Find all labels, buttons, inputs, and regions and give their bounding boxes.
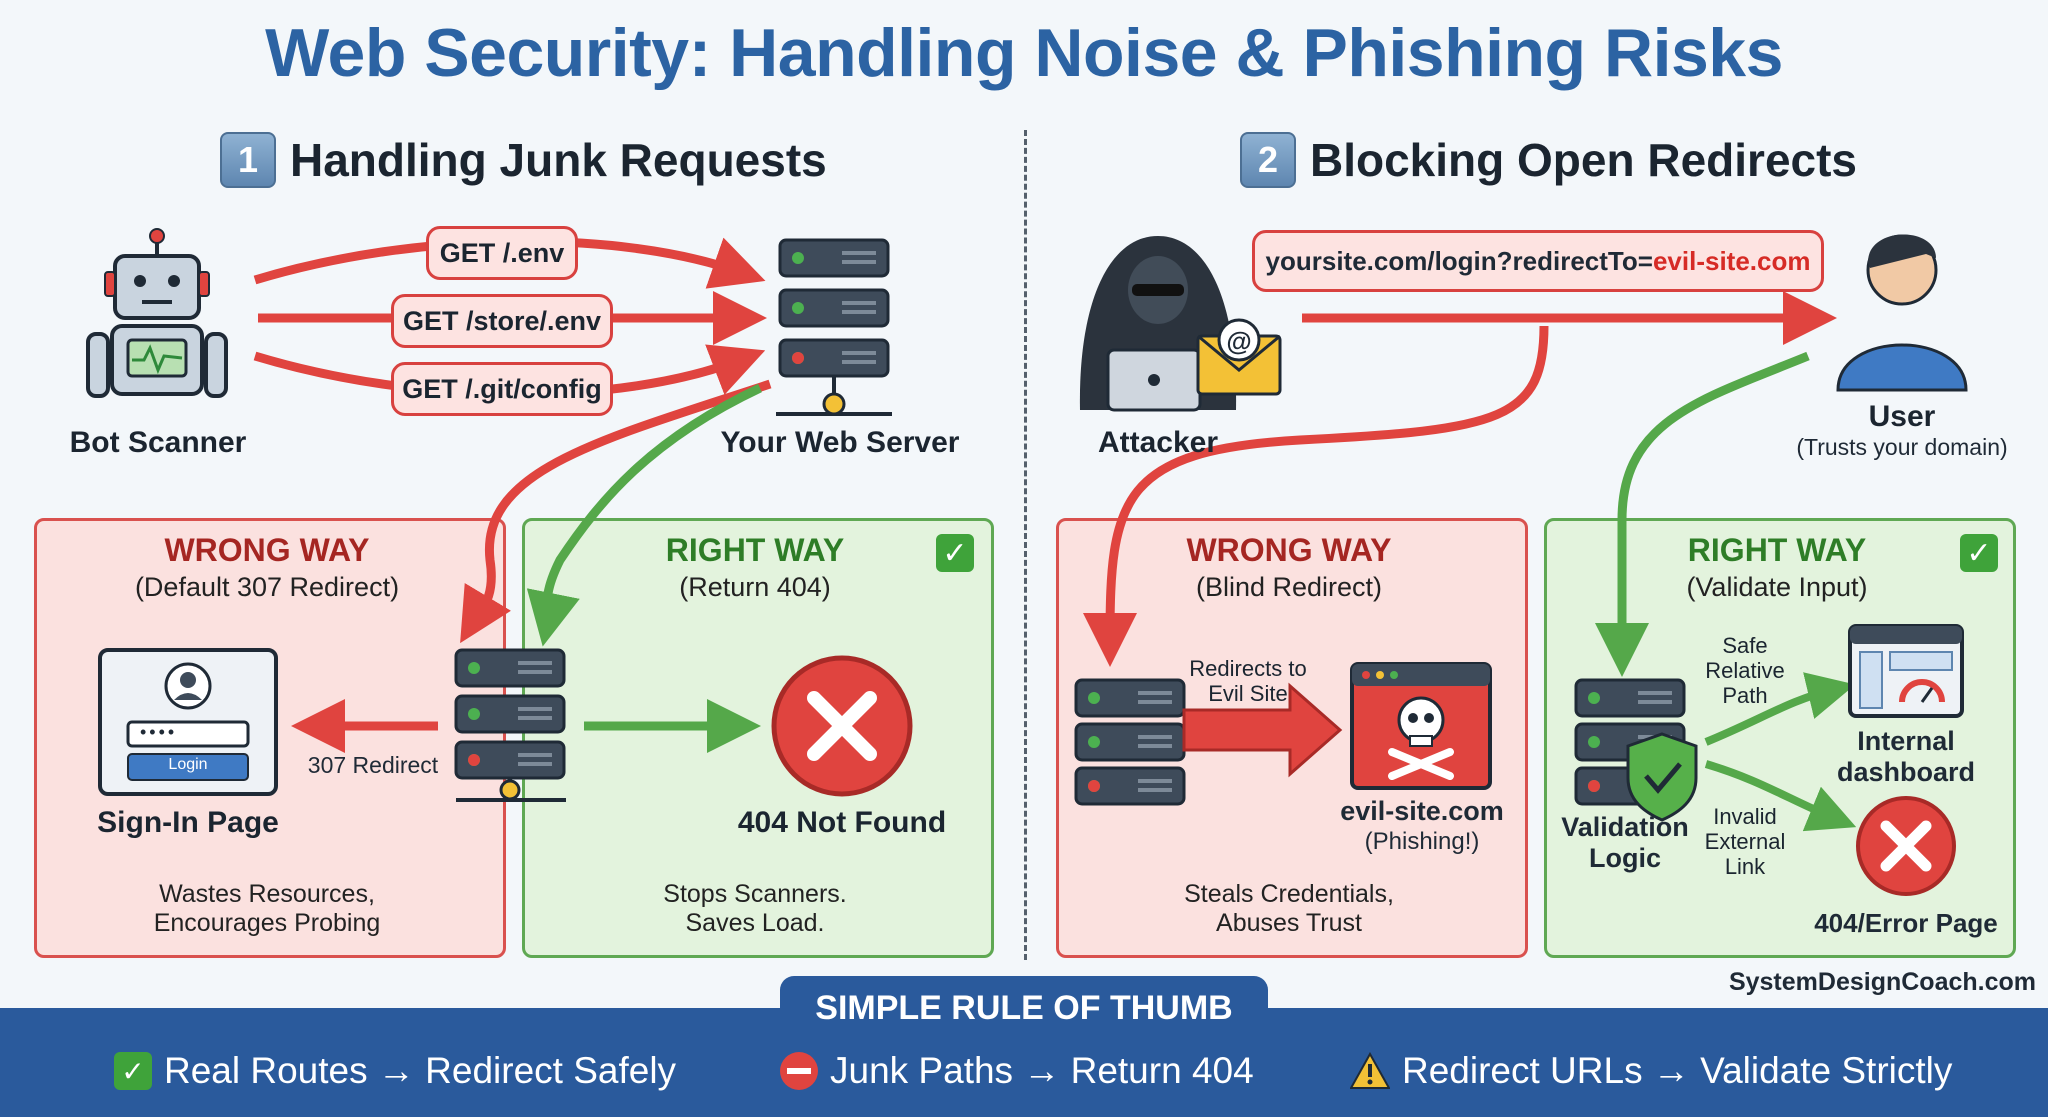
bot-scanner-icon bbox=[86, 228, 228, 398]
malicious-url-bubble: yoursite.com/login?redirectTo=evil-site.… bbox=[1252, 230, 1824, 292]
footer-heading: SIMPLE RULE OF THUMB bbox=[780, 976, 1268, 1040]
middle-server-icon bbox=[454, 648, 566, 802]
not-found-label: 404 Not Found bbox=[737, 806, 947, 839]
rule-redirect-urls: Redirect URLs → Validate Strictly bbox=[1350, 1046, 1952, 1096]
sign-in-label: Sign-In Page bbox=[97, 806, 279, 839]
dashboard-icon bbox=[1848, 624, 1964, 718]
user-sub-label: (Trusts your domain) bbox=[1796, 434, 2008, 460]
phishing-label: (Phishing!) bbox=[1364, 828, 1480, 855]
request-env: GET /.env bbox=[426, 226, 578, 280]
bot-scanner-label: Bot Scanner bbox=[69, 426, 247, 459]
dashboard-label-2: dashboard bbox=[1836, 757, 1976, 787]
left-right-caption-1: Stops Scanners. bbox=[663, 880, 847, 908]
invalid-link-label-1: Invalid bbox=[1713, 804, 1777, 829]
left-wrong-caption-1: Wastes Resources, bbox=[159, 880, 375, 908]
error-page-x-icon bbox=[1856, 796, 1956, 896]
evil-site-icon bbox=[1350, 662, 1492, 790]
redirects-to-label-2: Evil Site bbox=[1208, 681, 1288, 706]
web-server-label: Your Web Server bbox=[720, 426, 960, 459]
not-found-x-icon bbox=[771, 655, 913, 797]
rule-text: Redirect URLs → Validate Strictly bbox=[1402, 1050, 1953, 1091]
section-2-number: 2 bbox=[1240, 132, 1296, 188]
url-prefix: yoursite.com/login?redirectTo= bbox=[1265, 245, 1653, 276]
request-git-config: GET /.git/config bbox=[391, 362, 613, 416]
validation-logic-label-1: Validation bbox=[1561, 812, 1689, 842]
right-wrong-caption-1: Steals Credentials, bbox=[1184, 880, 1394, 908]
error-page-label: 404/Error Page bbox=[1814, 908, 1998, 938]
check-icon: ✓ bbox=[114, 1052, 152, 1090]
left-right-caption-2: Saves Load. bbox=[685, 909, 825, 937]
rule-text: Junk Paths → Return 404 bbox=[830, 1050, 1254, 1091]
section-1-title: Handling Junk Requests bbox=[290, 134, 827, 186]
left-check-icon: ✓ bbox=[936, 534, 974, 572]
svg-text:@: @ bbox=[1226, 326, 1251, 356]
section-2-title: Blocking Open Redirects bbox=[1310, 134, 1858, 186]
right-right-heading: RIGHT WAY bbox=[1687, 532, 1867, 568]
login-button[interactable]: Login bbox=[168, 756, 208, 773]
section-1-number: 1 bbox=[220, 132, 276, 188]
right-wrong-heading: WRONG WAY bbox=[1186, 532, 1392, 568]
rule-text: Real Routes → Redirect Safely bbox=[164, 1050, 677, 1091]
invalid-link-label-2: External bbox=[1704, 829, 1786, 854]
safe-path-label-3: Path bbox=[1722, 683, 1768, 708]
brand-label: SystemDesignCoach.com bbox=[1728, 968, 2036, 996]
section-divider bbox=[1024, 130, 1027, 960]
password-dots: •••• bbox=[140, 722, 178, 742]
redirect-307-label: 307 Redirect bbox=[307, 752, 439, 778]
left-wrong-heading: WRONG WAY bbox=[164, 532, 370, 568]
rule-junk-paths: Junk Paths → Return 404 bbox=[780, 1046, 1254, 1096]
warning-icon bbox=[1350, 1052, 1390, 1089]
section-1-header: 1 Handling Junk Requests bbox=[220, 128, 827, 192]
request-store-env: GET /store/.env bbox=[391, 294, 613, 348]
dashboard-label-1: Internal bbox=[1857, 726, 1955, 756]
left-wrong-sub: (Default 307 Redirect) bbox=[134, 572, 400, 602]
right-wrong-sub: (Blind Redirect) bbox=[1195, 572, 1383, 602]
safe-path-label-1: Safe bbox=[1722, 633, 1768, 658]
user-icon bbox=[1836, 234, 1968, 392]
attacker-label: Attacker bbox=[1097, 426, 1219, 459]
left-right-sub: (Return 404) bbox=[679, 572, 831, 602]
right-check-icon: ✓ bbox=[1960, 534, 1998, 572]
web-server-icon bbox=[776, 238, 892, 416]
sign-in-page-icon bbox=[98, 648, 278, 796]
redirect-server-icon bbox=[1074, 678, 1186, 806]
left-wrong-caption-2: Encourages Probing bbox=[153, 909, 381, 937]
no-entry-icon bbox=[780, 1052, 818, 1090]
attacker-icon: @ bbox=[1079, 236, 1282, 412]
invalid-link-label-3: Link bbox=[1724, 854, 1766, 879]
shield-icon bbox=[1626, 732, 1698, 822]
validation-logic-label-2: Logic bbox=[1589, 843, 1661, 873]
section-2-header: 2 Blocking Open Redirects bbox=[1240, 128, 1857, 192]
right-wrong-caption-2: Abuses Trust bbox=[1216, 909, 1362, 937]
evil-site-label: evil-site.com bbox=[1340, 796, 1504, 826]
left-right-heading: RIGHT WAY bbox=[665, 532, 845, 568]
user-label: User bbox=[1868, 400, 1936, 433]
rule-real-routes: ✓ Real Routes → Redirect Safely bbox=[114, 1046, 676, 1096]
safe-path-label-2: Relative bbox=[1705, 658, 1785, 683]
right-right-sub: (Validate Input) bbox=[1686, 572, 1868, 602]
url-evil-domain: evil-site.com bbox=[1652, 245, 1811, 276]
page-title: Web Security: Handling Noise & Phishing … bbox=[265, 15, 1783, 91]
validation-server-icon bbox=[1574, 678, 1686, 806]
redirects-to-label-1: Redirects to bbox=[1189, 656, 1307, 681]
